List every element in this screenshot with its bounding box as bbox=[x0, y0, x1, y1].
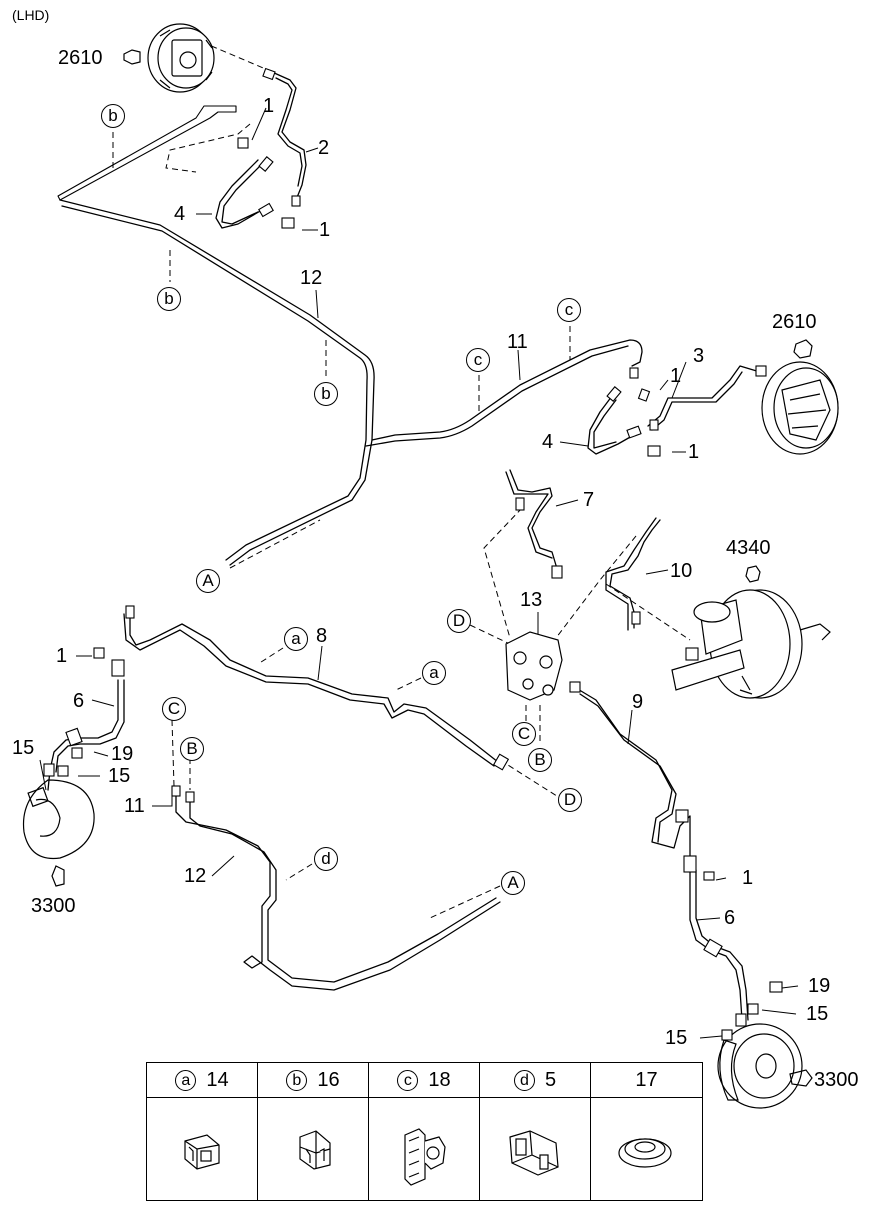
clip-c-icon bbox=[404, 1128, 446, 1186]
label-4-top: 4 bbox=[174, 203, 186, 225]
label-1-right2: 1 bbox=[688, 441, 700, 463]
brake-hose-4-right bbox=[587, 395, 633, 455]
connector-B-1: B bbox=[180, 737, 204, 761]
brake-pipe-10 bbox=[605, 517, 661, 631]
connector-C-2: C bbox=[512, 722, 536, 746]
label-1-bottom-right: 1 bbox=[742, 867, 754, 889]
clip-d-icon bbox=[509, 1130, 559, 1176]
brake-pipe-12-upper bbox=[57, 105, 375, 566]
brake-pipe-8 bbox=[123, 609, 499, 767]
connector-b-3: b bbox=[314, 382, 338, 406]
label-15-left2: 15 bbox=[108, 765, 131, 787]
label-15-right: 15 bbox=[806, 1003, 829, 1025]
connector-c-1: c bbox=[466, 348, 490, 372]
legend-part-18: 18 bbox=[428, 1068, 451, 1091]
label-1-top: 1 bbox=[263, 95, 275, 117]
label-9: 9 bbox=[632, 691, 644, 713]
connector-D-1: D bbox=[447, 609, 471, 633]
connector-b-2: b bbox=[157, 287, 181, 311]
connector-D-2: D bbox=[558, 788, 582, 812]
label-6-left: 6 bbox=[73, 690, 85, 712]
label-10: 10 bbox=[670, 560, 693, 582]
connector-a-1: a bbox=[284, 627, 308, 651]
legend-cell-17: 17 bbox=[591, 1063, 702, 1200]
label-6-right: 6 bbox=[724, 907, 736, 929]
legend-key-c: c bbox=[397, 1069, 419, 1091]
label-19-left: 19 bbox=[111, 743, 134, 765]
legend-part-16: 16 bbox=[317, 1068, 340, 1091]
label-1-top2: 1 bbox=[319, 219, 331, 241]
label-3300-left: 3300 bbox=[31, 895, 76, 917]
label-11-bottom: 11 bbox=[124, 795, 145, 817]
brake-disc-left bbox=[22, 779, 95, 887]
legend-key-b: b bbox=[286, 1069, 308, 1091]
brake-pipe-7 bbox=[505, 469, 559, 573]
reference-lines bbox=[112, 41, 691, 919]
connector-b-1: b bbox=[101, 104, 125, 128]
proportioning-valve bbox=[505, 631, 563, 701]
fittings bbox=[43, 67, 783, 1041]
legend-key-a: a bbox=[175, 1069, 197, 1091]
brake-disc-right bbox=[717, 1023, 813, 1109]
label-2610-left: 2610 bbox=[58, 47, 103, 69]
legend-part-17: 17 bbox=[635, 1068, 658, 1091]
brake-pipe-9 bbox=[575, 687, 691, 861]
legend-cell-a: a 14 bbox=[147, 1063, 258, 1200]
connector-c-2: c bbox=[557, 298, 581, 322]
label-13: 13 bbox=[520, 589, 543, 611]
variant-label: (LHD) bbox=[12, 7, 50, 23]
legend-part-14: 14 bbox=[206, 1068, 229, 1091]
label-7: 7 bbox=[583, 489, 595, 511]
label-2: 2 bbox=[318, 137, 330, 159]
parts-legend-table: a 14 b 16 c 18 bbox=[146, 1062, 703, 1201]
clip-b-icon bbox=[299, 1130, 331, 1170]
legend-part-5: 5 bbox=[544, 1068, 557, 1091]
label-3: 3 bbox=[693, 345, 705, 367]
brake-pipe-12-lower bbox=[175, 789, 501, 991]
label-3300-right: 3300 bbox=[814, 1069, 859, 1091]
connector-A-2: A bbox=[501, 871, 525, 895]
connector-B-2: B bbox=[528, 748, 552, 772]
brake-pipe-2 bbox=[271, 71, 307, 201]
label-15-right2: 15 bbox=[665, 1027, 688, 1049]
label-8: 8 bbox=[316, 625, 328, 647]
label-15-left: 15 bbox=[12, 737, 35, 759]
grommet-icon bbox=[618, 1138, 672, 1168]
label-1-left: 1 bbox=[56, 645, 68, 667]
label-2610-right: 2610 bbox=[772, 311, 817, 333]
brake-hose-4-upper bbox=[215, 159, 263, 229]
legend-cell-b: b 16 bbox=[258, 1063, 369, 1200]
label-4-right: 4 bbox=[542, 431, 554, 453]
label-11-top: 11 bbox=[507, 331, 528, 353]
brake-booster bbox=[671, 565, 831, 699]
label-19-right: 19 bbox=[808, 975, 831, 997]
label-12-bottom: 12 bbox=[184, 865, 207, 887]
clip-a-icon bbox=[184, 1134, 220, 1170]
brake-pipe-3 bbox=[647, 365, 761, 431]
connector-C-1: C bbox=[162, 697, 186, 721]
legend-cell-d: d 5 bbox=[480, 1063, 591, 1200]
label-4340: 4340 bbox=[726, 537, 771, 559]
connector-A-1: A bbox=[196, 569, 220, 593]
connector-a-2: a bbox=[422, 661, 446, 685]
label-1-right: 1 bbox=[670, 365, 682, 387]
brake-backing-plate-left bbox=[123, 23, 215, 93]
leader-lines bbox=[39, 107, 799, 1039]
brake-backing-plate-right bbox=[761, 339, 839, 455]
label-12-top: 12 bbox=[300, 267, 323, 289]
legend-cell-c: c 18 bbox=[369, 1063, 480, 1200]
legend-key-d: d bbox=[513, 1069, 535, 1091]
brake-pipe-11-upper bbox=[365, 339, 643, 447]
connector-d-1: d bbox=[314, 847, 338, 871]
